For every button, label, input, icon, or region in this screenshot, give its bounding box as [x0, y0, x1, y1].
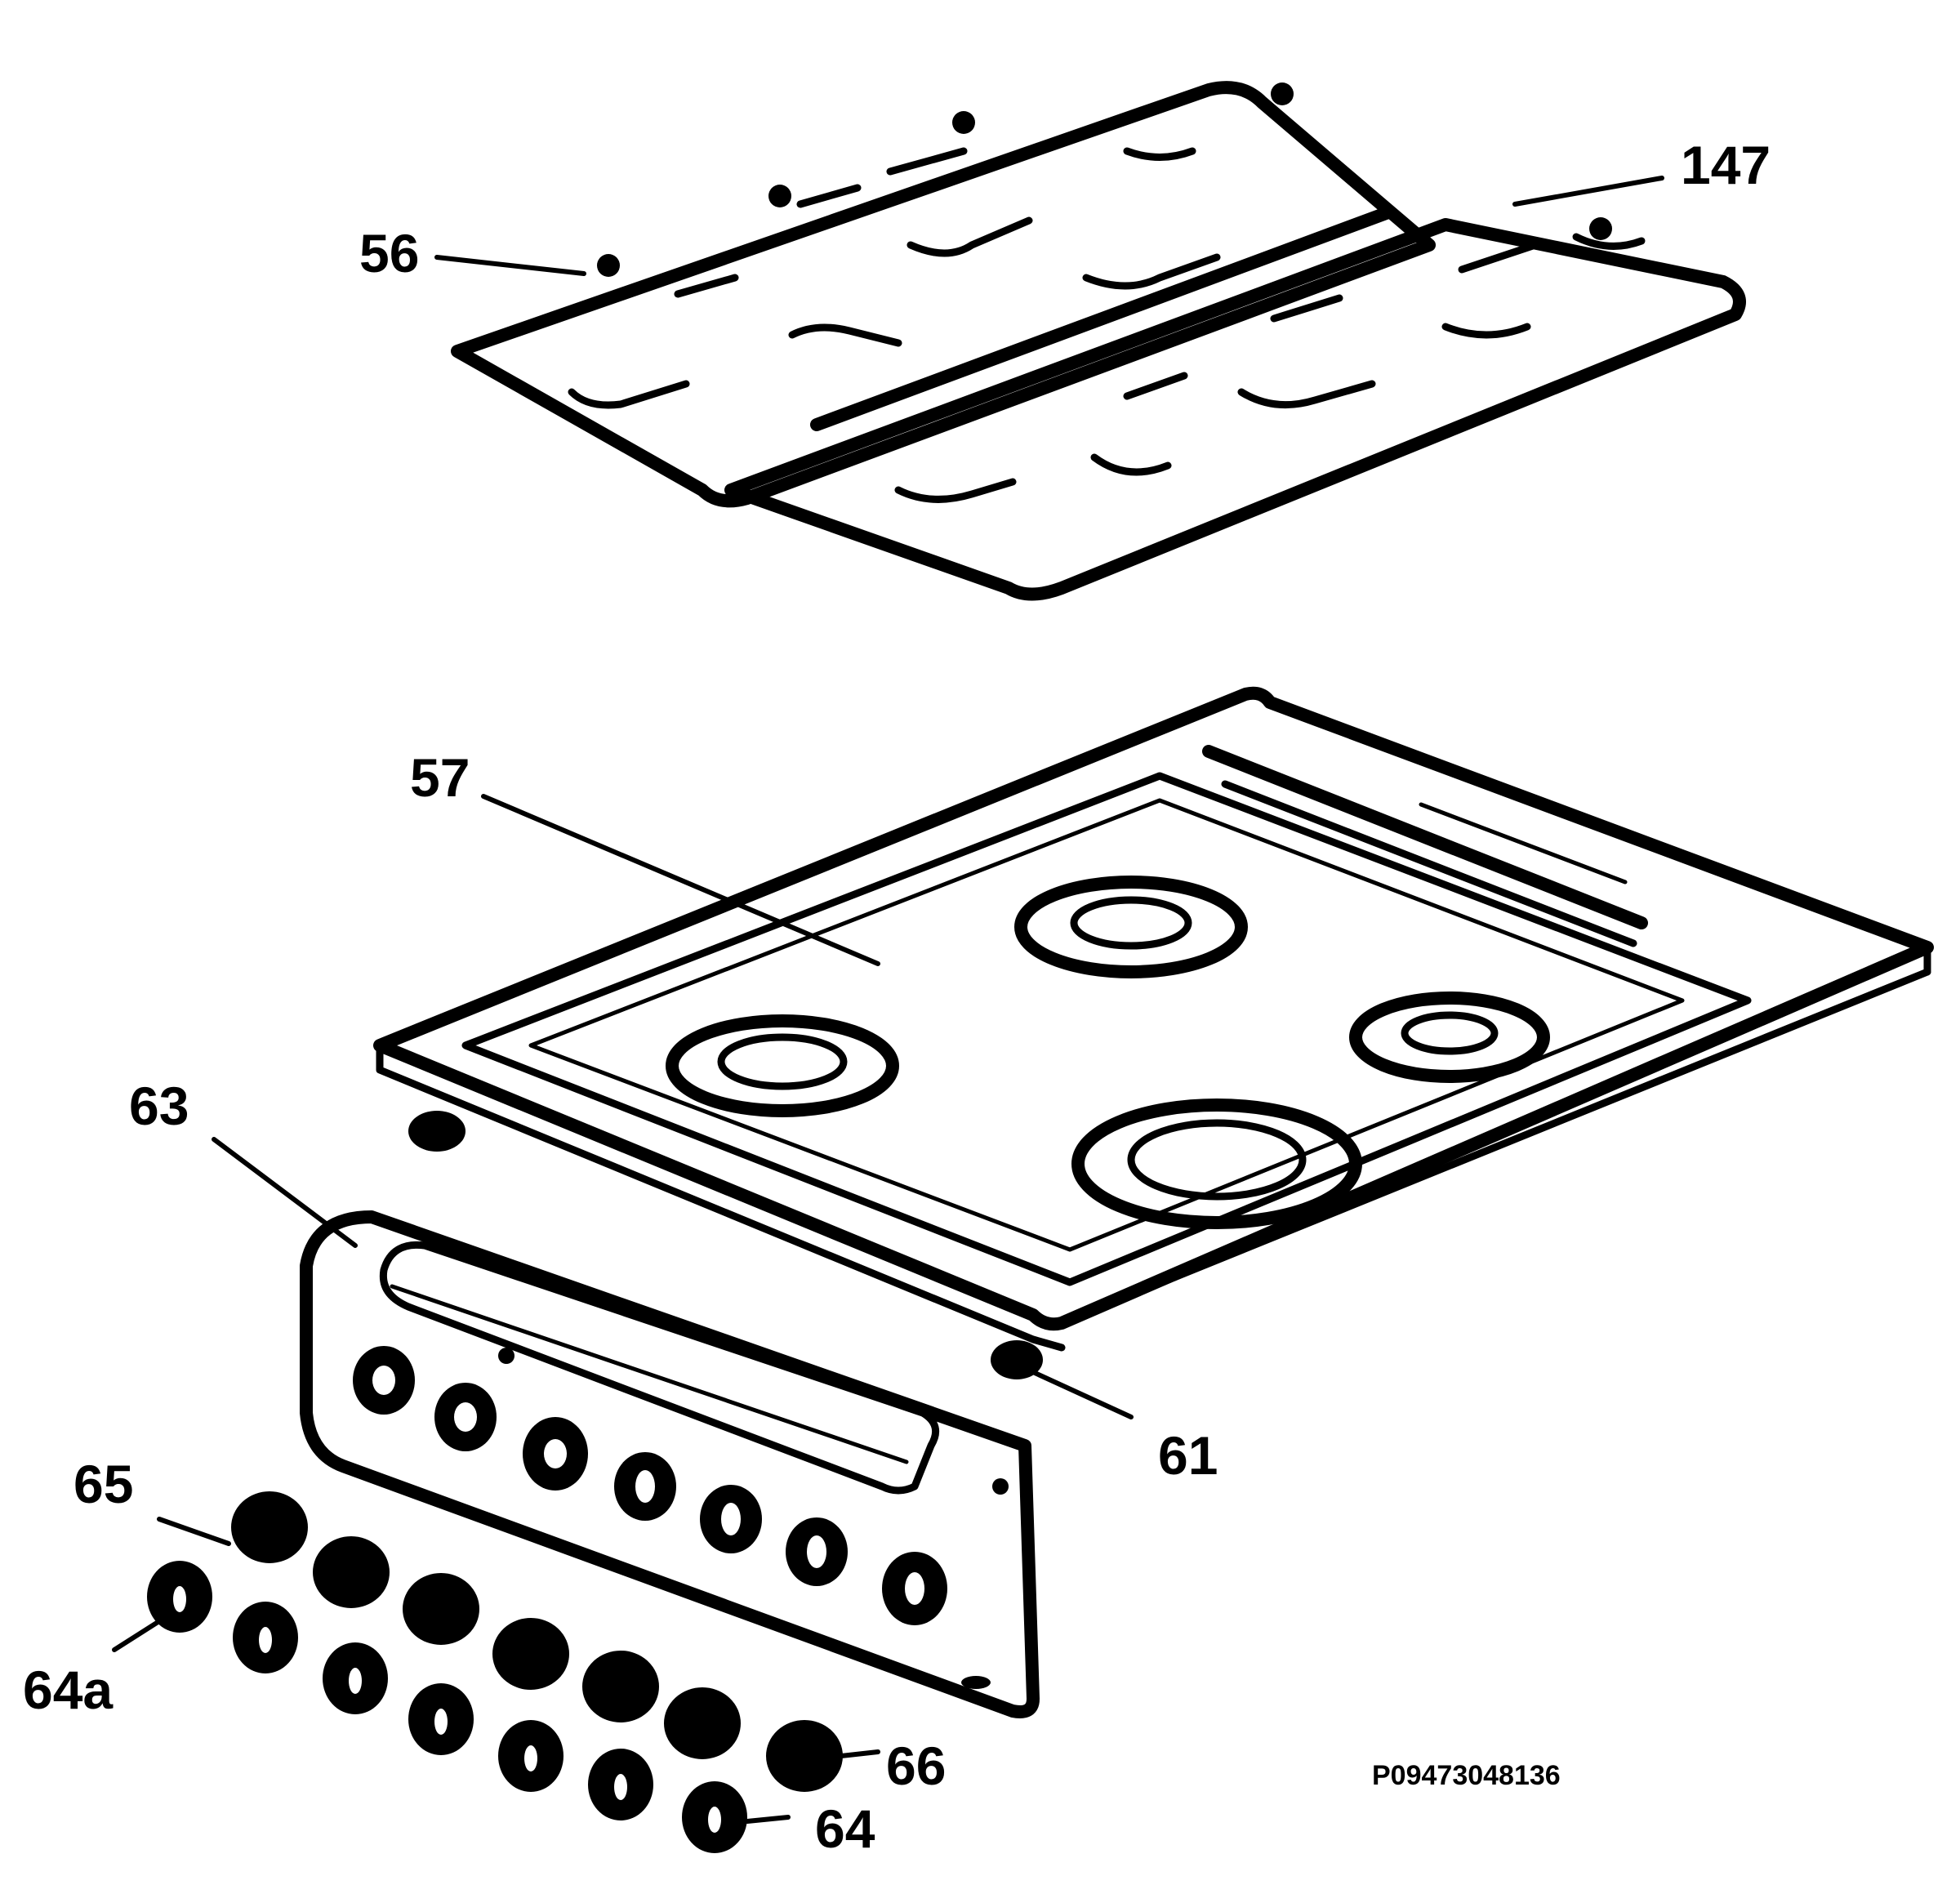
- label-65: 65: [74, 1454, 133, 1514]
- label-56: 56: [359, 223, 419, 283]
- pan-support-grates: [451, 81, 1746, 601]
- burner-front-right: [1349, 992, 1550, 1083]
- label-147: 147: [1681, 135, 1771, 195]
- label-64: 64: [815, 1798, 875, 1859]
- burner-front-left: [1071, 1098, 1362, 1229]
- burner-rear-left: [666, 1014, 899, 1117]
- foot-part: [991, 1340, 1043, 1379]
- control-knobs: [147, 1491, 843, 1853]
- label-64a: 64a: [23, 1660, 114, 1720]
- control-panel: [300, 1210, 1040, 1718]
- leader-lines: [112, 176, 1664, 1824]
- drawing-code: P09473048136: [1372, 1760, 1561, 1791]
- label-66: 66: [886, 1736, 946, 1796]
- burner-rear-right: [1014, 876, 1248, 978]
- hob-top: [373, 686, 1934, 1352]
- label-63: 63: [129, 1076, 189, 1136]
- label-61: 61: [1158, 1425, 1218, 1486]
- label-57: 57: [410, 747, 470, 808]
